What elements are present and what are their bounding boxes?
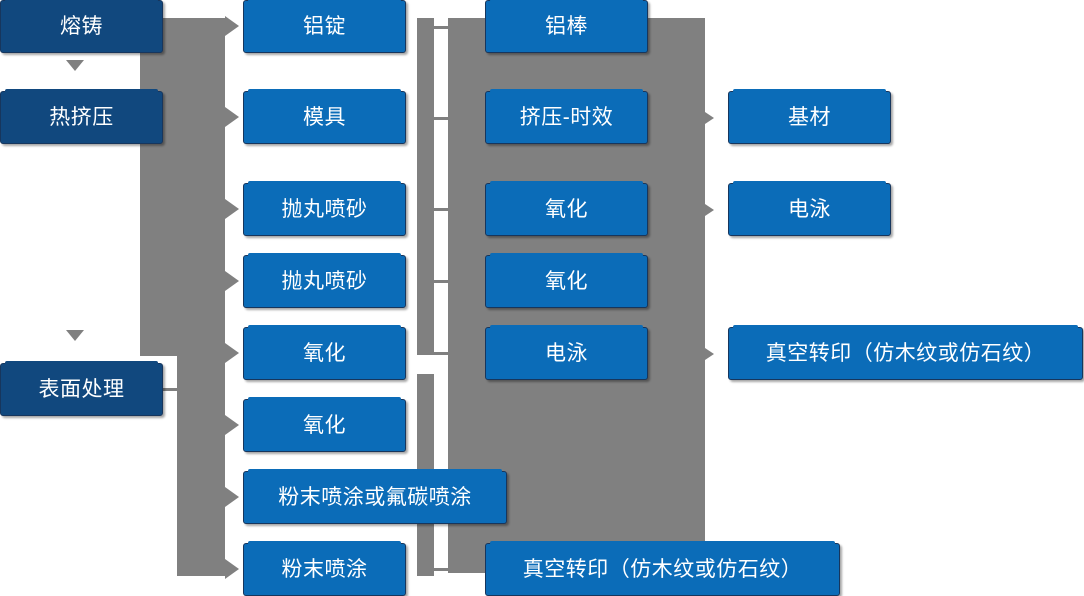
tie-middle-6: [434, 568, 450, 571]
connector-surface-to-bar: [163, 388, 185, 391]
node-surface-treatment[interactable]: 表面处理: [0, 361, 163, 416]
arrow-to-ed-2: [705, 204, 714, 216]
node-oxidation-3[interactable]: 氧化: [485, 181, 648, 236]
tie-middle-1: [434, 26, 450, 29]
box-highlight: [490, 253, 643, 257]
arrow-to-shot-1: [225, 199, 239, 219]
arrow-to-oxid-1: [225, 343, 239, 363]
node-label: 氧化: [303, 341, 346, 365]
box-highlight: [733, 325, 1078, 329]
node-extrusion-aging[interactable]: 挤压-时效: [485, 89, 648, 144]
connector-left-narrow-bar: [177, 356, 225, 576]
node-label: 抛丸喷砂: [281, 197, 368, 221]
box-highlight: [248, 253, 401, 257]
node-mould[interactable]: 模具: [243, 89, 406, 144]
box-highlight: [733, 181, 886, 185]
node-label: 电泳: [545, 341, 588, 365]
arrow-to-substrate: [705, 112, 714, 124]
node-oxidation-4[interactable]: 氧化: [485, 253, 648, 308]
box-highlight: [248, 0, 401, 2]
tie-middle-2: [434, 117, 450, 120]
node-label: 粉末喷涂: [281, 557, 368, 581]
node-label: 挤压-时效: [519, 105, 614, 129]
node-label: 模具: [303, 105, 346, 129]
node-aluminum-ingot[interactable]: 铝锭: [243, 0, 406, 53]
node-oxidation-2[interactable]: 氧化: [243, 397, 406, 452]
node-label: 熔铸: [60, 14, 103, 38]
box-highlight: [733, 89, 886, 93]
box-highlight: [248, 541, 401, 545]
box-highlight: [490, 325, 643, 329]
node-powder-coating[interactable]: 粉末喷涂: [243, 541, 406, 596]
node-label: 氧化: [545, 269, 588, 293]
node-label: 铝棒: [545, 14, 588, 38]
box-highlight: [490, 181, 643, 185]
box-highlight: [248, 397, 401, 401]
node-label: 粉末喷涂或氟碳喷涂: [278, 485, 472, 509]
tie-middle-5: [434, 352, 450, 355]
arrow-down-melt-cast: [66, 60, 84, 71]
tie-middle-3: [434, 208, 450, 211]
node-label: 氧化: [303, 413, 346, 437]
tie-middle-4: [434, 280, 450, 283]
node-powder-or-fluorocarbon-coating[interactable]: 粉末喷涂或氟碳喷涂: [243, 469, 507, 524]
box-highlight: [248, 181, 401, 185]
arrow-to-powder-f: [225, 487, 239, 507]
node-shot-blasting-2[interactable]: 抛丸喷砂: [243, 253, 406, 308]
box-highlight: [248, 325, 401, 329]
node-label: 热挤压: [49, 105, 114, 129]
node-label: 真空转印（仿木纹或仿石纹）: [765, 341, 1046, 365]
node-label: 铝锭: [303, 14, 346, 38]
arrow-to-al-ingot: [225, 16, 239, 36]
box-highlight: [5, 0, 158, 2]
box-highlight: [490, 89, 643, 93]
box-highlight: [490, 0, 643, 2]
node-oxidation-1[interactable]: 氧化: [243, 325, 406, 380]
arrow-to-shot-2: [225, 271, 239, 291]
node-aluminum-bar[interactable]: 铝棒: [485, 0, 648, 53]
connector-middle-bar-upper: [417, 18, 434, 355]
node-vacuum-transfer-2[interactable]: 真空转印（仿木纹或仿石纹）: [728, 325, 1083, 380]
node-shot-blasting-1[interactable]: 抛丸喷砂: [243, 181, 406, 236]
node-label: 氧化: [545, 197, 588, 221]
arrow-to-oxid-2: [225, 415, 239, 435]
node-label: 基材: [788, 105, 831, 129]
node-vacuum-transfer-1[interactable]: 真空转印（仿木纹或仿石纹）: [485, 541, 840, 596]
arrow-to-powder: [225, 559, 239, 579]
box-highlight: [248, 89, 401, 93]
box-highlight: [248, 469, 502, 473]
box-highlight: [490, 541, 835, 545]
node-label: 表面处理: [38, 377, 125, 401]
box-highlight: [5, 361, 158, 365]
connector-left-wide-block: [140, 18, 225, 356]
node-electrophoresis-2[interactable]: 电泳: [728, 181, 891, 236]
arrow-to-mould: [225, 107, 239, 127]
node-melt-cast[interactable]: 熔铸: [0, 0, 163, 53]
node-label: 电泳: [788, 197, 831, 221]
node-label: 抛丸喷砂: [281, 269, 368, 293]
box-highlight: [5, 89, 158, 93]
node-electrophoresis-1[interactable]: 电泳: [485, 325, 648, 380]
node-hot-extrude[interactable]: 热挤压: [0, 89, 163, 144]
node-label: 真空转印（仿木纹或仿石纹）: [522, 557, 803, 581]
node-substrate[interactable]: 基材: [728, 89, 891, 144]
arrow-down-to-surface: [66, 330, 84, 341]
arrow-to-vacuum-2: [705, 348, 714, 360]
